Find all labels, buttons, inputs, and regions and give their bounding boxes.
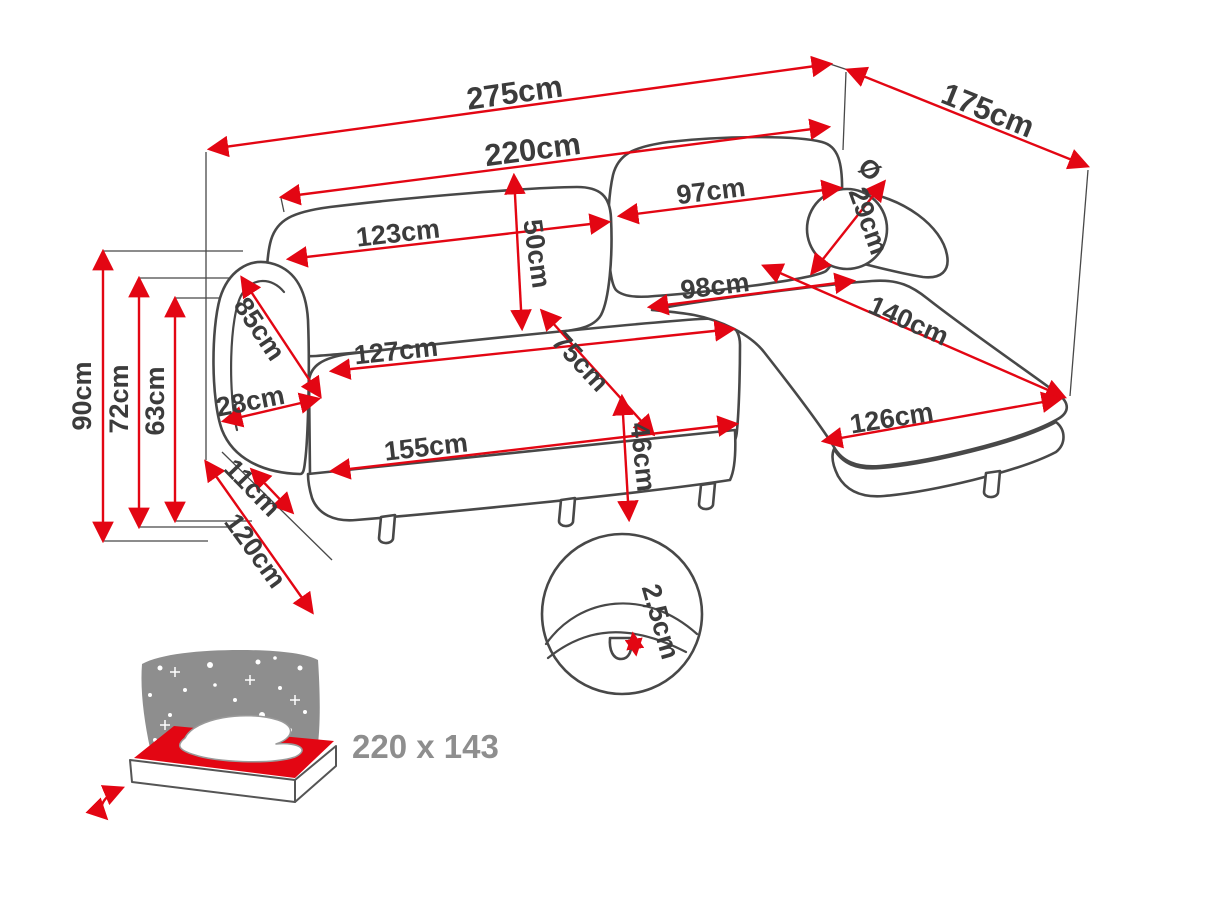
dimension-lines: [92, 55, 1091, 657]
label-sleeping-area: 220 x 143: [352, 728, 499, 765]
dimension-line-side-depth: [204, 459, 314, 615]
zoom-detail: [540, 532, 704, 696]
detail-fabric-edge: [544, 602, 699, 646]
dimension-line-backrest-height: [504, 172, 532, 332]
label-height-mid: 72cm: [104, 364, 134, 433]
detail-leg: [608, 636, 633, 661]
dimension-line-seat-front: [328, 415, 740, 480]
label-height-low: 63cm: [140, 366, 170, 435]
dimension-line-armrest-width: [220, 392, 322, 428]
projection-line: [280, 197, 285, 213]
armrest: [212, 260, 311, 476]
unfold-arrow: [85, 785, 125, 821]
projection-line: [842, 71, 847, 151]
dimension-line-seat-left: [328, 320, 737, 380]
label-overall-width: 275cm: [464, 69, 564, 117]
dimension-line-detail-thickness: [624, 631, 645, 657]
sofa-leg: [377, 513, 397, 545]
chaise-front-face: [831, 420, 1065, 498]
bed-base-side: [294, 745, 337, 803]
detail-fabric-underside: [546, 631, 688, 660]
label-height-total: 90cm: [67, 361, 97, 430]
projection-line: [829, 63, 849, 71]
sofa-leg: [557, 496, 577, 528]
sofa-leg: [982, 469, 1002, 499]
dimension-line-seat-height: [612, 393, 639, 523]
sofa-leg: [697, 481, 717, 511]
detail-circle: [540, 532, 704, 696]
dimension-line-chaise-front: [820, 391, 1064, 449]
dimension-line-overall-depth: [844, 66, 1091, 170]
projection-line: [1069, 169, 1089, 397]
dimension-line-bolster-diameter: [809, 179, 887, 276]
dimension-line-backrest-left: [285, 213, 612, 268]
label-overall-depth: 175cm: [937, 76, 1040, 145]
dimension-line-bed-length: [278, 118, 832, 206]
dimension-line-backrest-right: [616, 179, 844, 225]
blanket: [178, 714, 303, 763]
dimension-line-chaise-length: [761, 263, 1067, 400]
sleeping-function-icon: 220 x 143: [85, 650, 499, 821]
dimension-line-armrest-height: [240, 275, 322, 399]
label-bed-length: 220cm: [482, 126, 582, 173]
label-seat-height: 46cm: [624, 421, 661, 493]
label-diameter-symbol: Ø: [852, 151, 887, 187]
label-side-depth: 120cm: [218, 508, 292, 594]
